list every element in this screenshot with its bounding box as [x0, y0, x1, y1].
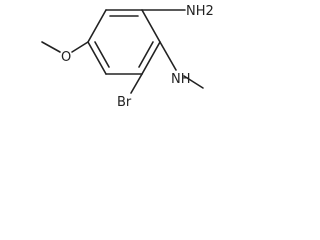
bond-o-methyl [41, 41, 61, 53]
bond-nh-methyl [183, 75, 204, 89]
atom-label-nh2: NH2 [186, 4, 214, 19]
ring-bond-c5-c6 [87, 9, 107, 43]
atom-label-o: O [61, 50, 71, 65]
atom-label-br: Br [117, 95, 132, 110]
ring-bond-c2-c3 [141, 41, 161, 75]
bond-c4-o [71, 41, 89, 53]
bond-c2-nh [159, 41, 177, 71]
chemical-structure: NH2 NH O Br [41, 4, 214, 110]
ring-bond-c1-c2 [141, 9, 161, 43]
ring-bond-c4-c5 [87, 41, 107, 75]
bond-c3-br [130, 73, 143, 94]
double-bond-inner-c2-c3 [138, 41, 154, 68]
atom-label-nh: NH [171, 72, 191, 87]
double-bond-inner-c4-c5 [94, 41, 110, 68]
